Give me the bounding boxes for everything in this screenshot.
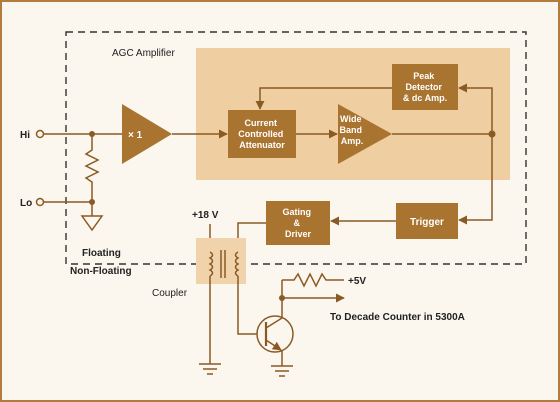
peak-label-line1: Peak xyxy=(413,71,435,81)
agc-amplifier-label: AGC Amplifier xyxy=(112,48,175,59)
trigger-label: Trigger xyxy=(410,217,444,228)
peak-label-line2: Detector xyxy=(405,82,442,92)
buffer-amplifier xyxy=(122,104,172,164)
secondary-to-base-wire xyxy=(237,276,260,335)
floating-boundary xyxy=(65,31,527,265)
attenuator-label-line2: Controlled xyxy=(238,129,283,139)
buffer-gain-label: × 1 xyxy=(128,130,143,141)
junction-to-trigger-wire xyxy=(458,134,493,225)
transformer-primary-coil xyxy=(208,251,214,277)
hi-terminal xyxy=(35,129,45,139)
ground-icon-left xyxy=(199,363,221,375)
peak-detector-block xyxy=(392,64,458,110)
gating-label-line3: Driver xyxy=(285,229,312,239)
coupler-label: Coupler xyxy=(152,288,188,299)
gating-label-line2: & xyxy=(293,218,300,228)
attenuator-label: Current Controlled Attenuator xyxy=(238,118,286,150)
attenuator-label-line3: Attenuator xyxy=(239,140,285,150)
lo-label: Lo xyxy=(20,198,32,209)
lo-terminal xyxy=(35,197,45,207)
ground-icon-right xyxy=(271,365,293,377)
hi-label: Hi xyxy=(20,130,30,141)
agc-feedback-wire xyxy=(255,87,392,110)
attenuator-label-line1: Current xyxy=(244,118,277,128)
output-label: To Decade Counter in 5300A xyxy=(330,312,465,323)
wideband-label-line2: Band xyxy=(339,125,362,135)
transformer-secondary-coil xyxy=(234,251,240,277)
gating-driver-block xyxy=(266,201,330,245)
attenuator-block xyxy=(228,110,296,158)
peak-detector-label: Peak Detector & dc Amp. xyxy=(403,71,447,103)
input-resistor xyxy=(84,134,100,202)
gating-driver-label: Gating & Driver xyxy=(282,207,313,239)
floating-label: Floating xyxy=(82,248,121,259)
wideband-amplifier xyxy=(338,104,392,164)
pullup-resistor xyxy=(282,272,344,288)
non-floating-label: Non-Floating xyxy=(70,266,132,277)
trigger-block xyxy=(396,203,458,239)
transistor-emitter xyxy=(265,339,282,351)
wideband-label: Wide Band Amp. xyxy=(339,114,364,146)
junction-to-peak-wire xyxy=(458,83,493,134)
plus18v-label: +18 V xyxy=(192,210,219,221)
plus5v-label: +5V xyxy=(348,276,366,287)
wideband-label-line1: Wide xyxy=(340,114,361,124)
transistor-collector xyxy=(265,317,283,329)
peak-label-line3: & dc Amp. xyxy=(403,93,447,103)
floating-ground-icon xyxy=(80,215,104,232)
gating-label-line1: Gating xyxy=(282,207,311,217)
wideband-label-line3: Amp. xyxy=(341,136,364,146)
